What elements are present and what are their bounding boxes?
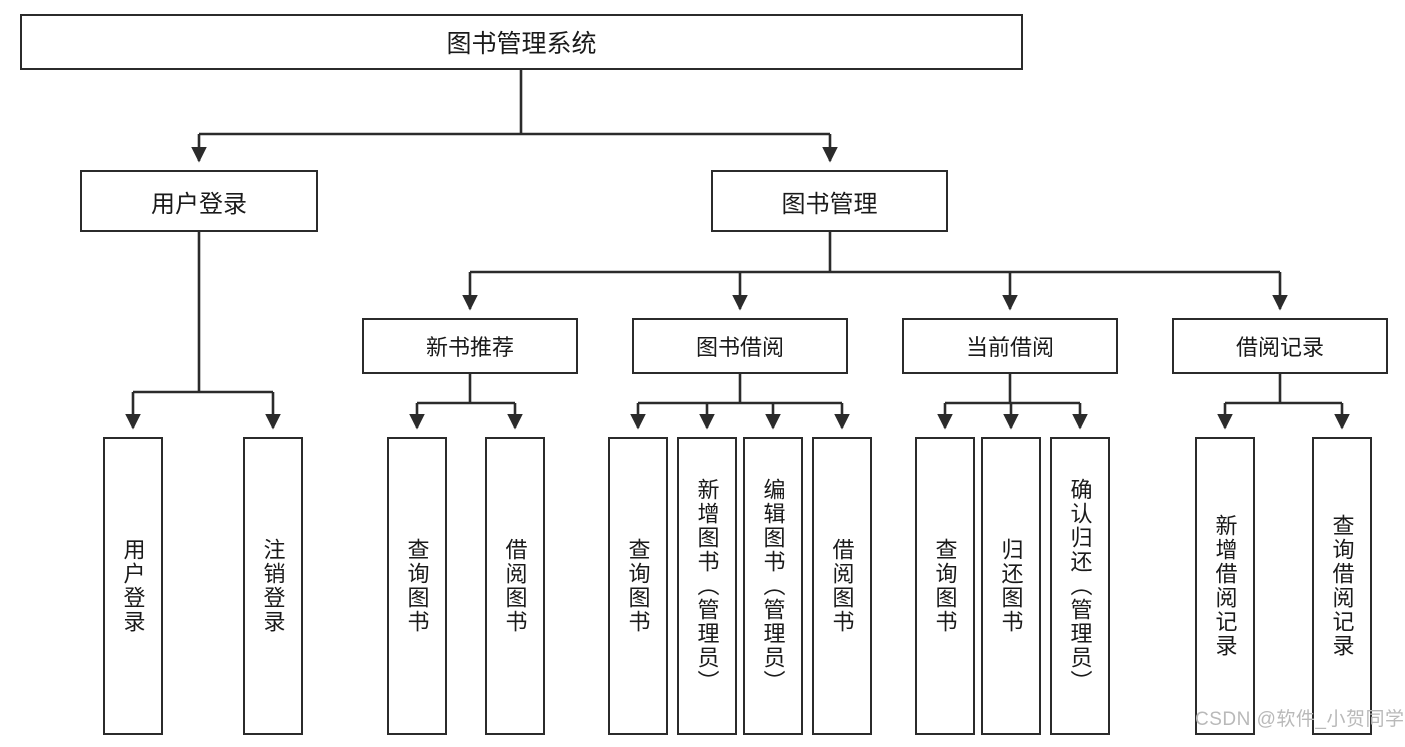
node-branch-user-login-label: 用户登录	[151, 190, 247, 218]
node-sub-borrow-records[interactable]: 借阅记录	[1172, 318, 1388, 374]
node-leaf-borrow-query-book-label: 查询图书	[625, 538, 651, 634]
node-leaf-user-logout-label: 注销登录	[260, 538, 286, 634]
node-leaf-current-confirm-return-admin-label: 确认归还（管理员）	[1067, 478, 1093, 694]
node-leaf-user-login[interactable]: 用户登录	[103, 437, 163, 735]
node-leaf-current-confirm-return-admin[interactable]: 确认归还（管理员）	[1050, 437, 1110, 735]
node-leaf-borrow-lend-book-label: 借阅图书	[829, 538, 855, 634]
watermark: CSDN @软件_小贺同学	[1195, 704, 1404, 731]
node-sub-book-borrow-label: 图书借阅	[695, 335, 784, 360]
node-leaf-newbook-query-book-label: 查询图书	[404, 538, 430, 634]
node-leaf-newbook-borrow-book-label: 借阅图书	[502, 538, 528, 634]
node-leaf-borrow-add-book-admin-label: 新增图书（管理员）	[694, 478, 720, 694]
node-branch-book-manage[interactable]: 图书管理	[711, 170, 948, 232]
node-sub-book-borrow[interactable]: 图书借阅	[632, 318, 848, 374]
node-root-label: 图书管理系统	[446, 30, 597, 58]
node-leaf-newbook-query-book[interactable]: 查询图书	[387, 437, 447, 735]
node-leaf-records-query-record[interactable]: 查询借阅记录	[1312, 437, 1372, 735]
node-sub-new-book-recommend-label: 新书推荐	[425, 335, 514, 360]
node-root[interactable]: 图书管理系统	[20, 14, 1023, 70]
node-leaf-current-return-book[interactable]: 归还图书	[981, 437, 1041, 735]
node-leaf-user-login-label: 用户登录	[120, 538, 146, 634]
node-sub-current-borrow-label: 当前借阅	[965, 335, 1054, 360]
node-leaf-newbook-borrow-book[interactable]: 借阅图书	[485, 437, 545, 735]
node-leaf-current-query-book-label: 查询图书	[932, 538, 958, 634]
node-leaf-records-query-record-label: 查询借阅记录	[1329, 514, 1355, 658]
node-leaf-records-add-record-label: 新增借阅记录	[1212, 514, 1238, 658]
node-branch-book-manage-label: 图书管理	[781, 190, 878, 218]
node-leaf-user-logout[interactable]: 注销登录	[243, 437, 303, 735]
node-leaf-borrow-lend-book[interactable]: 借阅图书	[812, 437, 872, 735]
node-leaf-borrow-add-book-admin[interactable]: 新增图书（管理员）	[677, 437, 737, 735]
watermark-text: CSDN @软件_小贺同学	[1195, 709, 1405, 730]
node-leaf-records-add-record[interactable]: 新增借阅记录	[1195, 437, 1255, 735]
node-leaf-borrow-edit-book-admin[interactable]: 编辑图书（管理员）	[743, 437, 803, 735]
node-sub-new-book-recommend[interactable]: 新书推荐	[362, 318, 578, 374]
node-sub-current-borrow[interactable]: 当前借阅	[902, 318, 1118, 374]
node-sub-borrow-records-label: 借阅记录	[1235, 335, 1324, 360]
node-leaf-borrow-edit-book-admin-label: 编辑图书（管理员）	[760, 478, 786, 694]
node-leaf-borrow-query-book[interactable]: 查询图书	[608, 437, 668, 735]
node-branch-user-login[interactable]: 用户登录	[80, 170, 318, 232]
node-leaf-current-query-book[interactable]: 查询图书	[915, 437, 975, 735]
node-leaf-current-return-book-label: 归还图书	[998, 538, 1024, 634]
